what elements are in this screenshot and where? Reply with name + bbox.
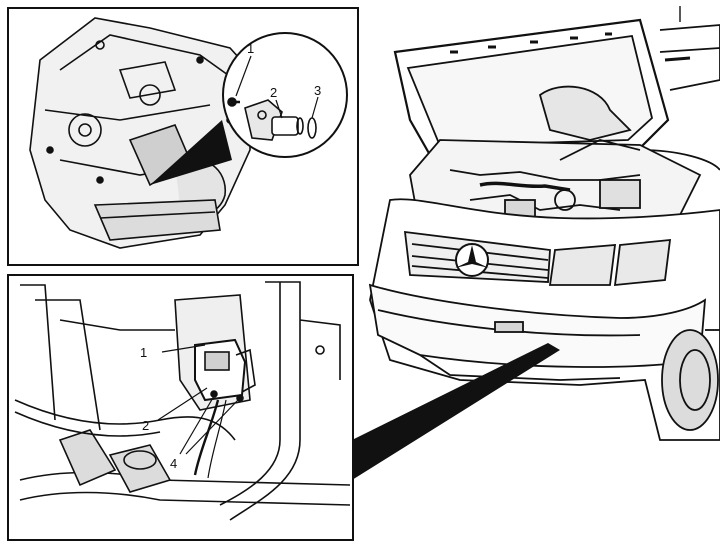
- front-wheel: [661, 329, 720, 431]
- underbody-inset: 1 2 4: [7, 274, 354, 541]
- magnification-pointer: [352, 343, 560, 480]
- callout-label-1-top: 1: [247, 41, 254, 56]
- callout-label-3-top: 3: [314, 83, 321, 98]
- speed-sensor-detail: [227, 97, 317, 141]
- callout-label-4-bottom: 4: [170, 456, 177, 471]
- top-callout-leaders: [235, 55, 319, 119]
- detail-pointer: [150, 120, 232, 185]
- headlight-left: [548, 244, 617, 286]
- headlight-right: [613, 238, 672, 287]
- sensor-detail-circle: [222, 32, 348, 158]
- callout-label-2-bottom: 2: [142, 418, 149, 433]
- bottom-callout-leaders: [157, 344, 239, 455]
- callout-label-1-bottom: 1: [140, 345, 147, 360]
- underbody-illustration: [14, 281, 351, 521]
- transmission-illustration: [29, 17, 251, 249]
- mercedes-star-icon: [455, 243, 489, 277]
- callout-label-2-top: 2: [270, 85, 277, 100]
- transmission-inset: 1 2 3: [7, 7, 359, 266]
- vehicle-illustration: [368, 6, 720, 441]
